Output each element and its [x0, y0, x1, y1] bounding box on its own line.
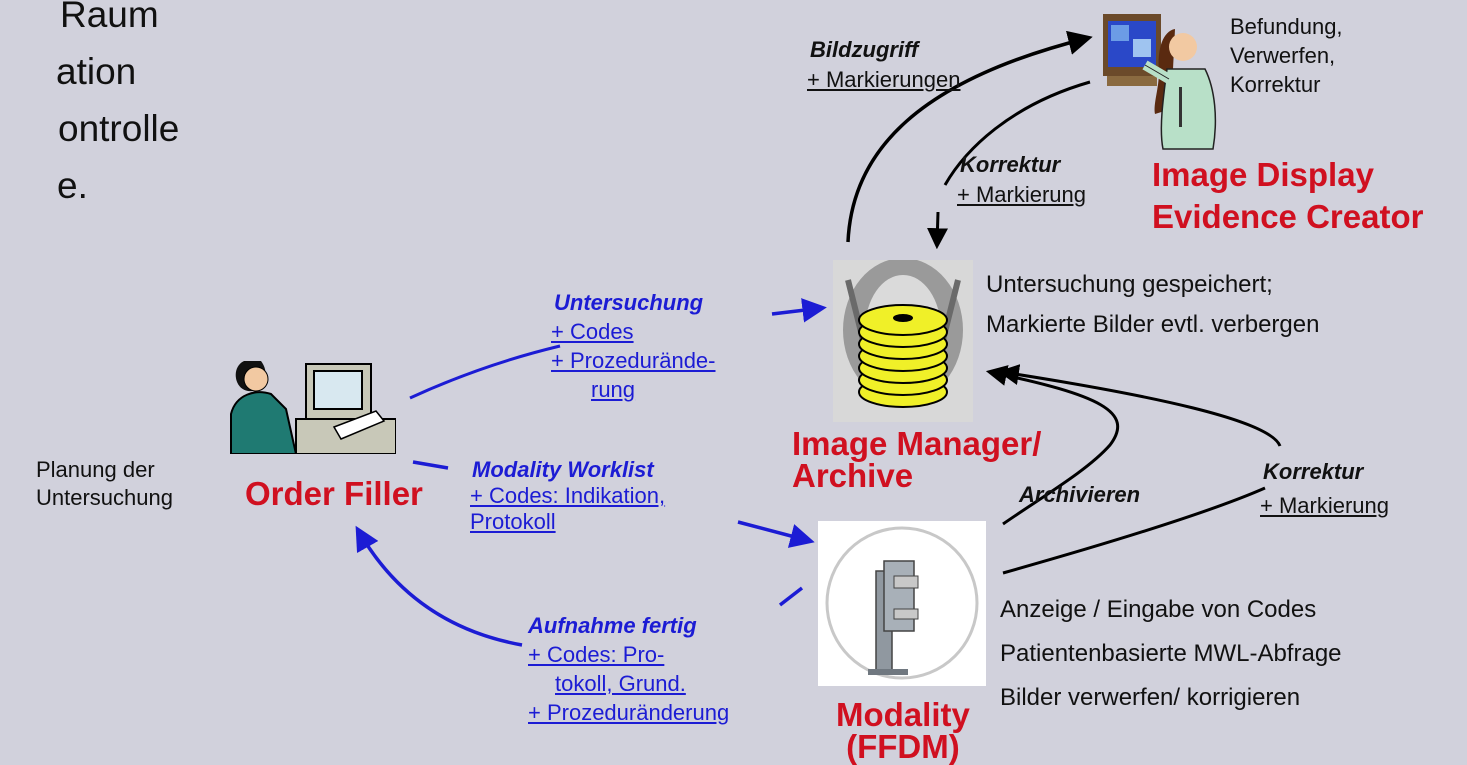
transaction-title: Korrektur: [1263, 459, 1364, 484]
transaction-line: + Prozedurände-: [551, 348, 716, 373]
note-line: Patientenbasierte MWL-Abfrage: [1000, 640, 1342, 667]
note-line: Korrektur: [1230, 72, 1321, 97]
modality-icon: [818, 521, 986, 686]
actor-image-manager-line2: Archive: [792, 457, 914, 494]
order-filler-icon: [230, 361, 396, 454]
transaction-line: tokoll, Grund.: [555, 671, 686, 696]
note-line: Untersuchung: [36, 485, 173, 510]
arrow-korrektur-display: [943, 80, 1091, 186]
note-line: Markierte Bilder evtl. verbergen: [986, 311, 1320, 338]
actor-image-display: Image Display Evidence Creator: [1152, 154, 1423, 238]
arrow-worklist: [737, 520, 815, 548]
arrow-korrektur-modality-upper: [997, 364, 1282, 447]
note-modality: Anzeige / Eingabe von Codes Patientenbas…: [1000, 588, 1342, 720]
transaction-line: + Prozeduränderung: [528, 700, 730, 725]
transaction-sub: + Markierung: [1260, 493, 1390, 518]
arrow-aufnahme: [355, 525, 523, 647]
bleed-text: Raum ation ontrolle e.: [0, 0, 179, 214]
note-display: Befundung, Verwerfen, Korrektur: [1230, 12, 1343, 99]
note-line: Anzeige / Eingabe von Codes: [1000, 596, 1317, 623]
transaction-title: Korrektur: [960, 152, 1061, 177]
arrow-archivieren: [985, 365, 1120, 526]
actor-image-manager-line1: Image Manager/: [792, 425, 1042, 462]
arrow-untersuchung: [409, 344, 561, 400]
image-display-icon: [1103, 14, 1217, 150]
bleed-line: ontrolle: [58, 108, 180, 149]
transaction-modality-worklist: Modality Worklist + Codes: Indikation, P…: [470, 457, 665, 535]
transaction-korrektur-display: Korrektur + Markierung: [957, 150, 1086, 210]
transaction-line: + Codes: [551, 319, 634, 344]
note-line: Bilder verwerfen/ korrigieren: [1000, 684, 1301, 711]
transaction-sub: + Markierungen: [807, 67, 961, 92]
transaction-title: Aufnahme fertig: [528, 613, 697, 638]
arrow-korrektur-modality: [1002, 486, 1266, 575]
actor-modality: Modality (FFDM): [836, 696, 970, 765]
transaction-line: rung: [591, 377, 636, 402]
transaction-title: Modality Worklist: [472, 457, 654, 482]
actor-modality-line2: (FFDM): [846, 728, 960, 765]
arrow-aufnahme-start: [778, 586, 804, 607]
image-manager-icon: [833, 260, 973, 422]
transaction-bildzugriff: Bildzugriff + Markierungen: [807, 35, 960, 95]
transaction-line: + Codes: Pro-: [528, 642, 665, 667]
actor-image-manager: Image Manager/ Archive: [792, 425, 1042, 494]
actor-order-filler: Order Filler: [245, 475, 423, 512]
note-archive: Untersuchung gespeichert; Markierte Bild…: [986, 265, 1319, 345]
transaction-line: Protokoll: [470, 509, 556, 534]
bleed-line: Raum: [60, 0, 159, 35]
bleed-line: e.: [57, 165, 88, 206]
note-planung: Planung der Untersuchung: [36, 456, 173, 512]
actor-image-display-line2: Evidence Creator: [1152, 198, 1424, 235]
transaction-untersuchung: Untersuchung + Codes + Prozedurände- run…: [537, 288, 716, 404]
transaction-sub: + Markierung: [957, 182, 1087, 207]
transaction-archivieren: Archivieren: [1019, 482, 1141, 507]
transaction-korrektur-modality: Korrektur + Markierung: [1260, 455, 1389, 523]
note-line: Planung der: [36, 457, 155, 482]
bleed-line: ation: [56, 51, 137, 92]
transaction-line: + Codes: Indikation,: [470, 483, 666, 508]
note-line: Untersuchung gespeichert;: [986, 271, 1273, 298]
actor-modality-line1: Modality: [836, 696, 970, 733]
transaction-title: Untersuchung: [554, 290, 704, 315]
note-line: Befundung,: [1230, 14, 1343, 39]
arrow-untersuchung-head: [771, 298, 827, 323]
transaction-aufnahme-fertig: Aufnahme fertig + Codes: Pro- tokoll, Gr…: [528, 611, 729, 727]
arrow-worklist-start: [412, 460, 449, 470]
arrow-korrektur-display-head: [927, 211, 949, 250]
transaction-title: Bildzugriff: [810, 37, 919, 62]
actor-image-display-line1: Image Display: [1152, 156, 1374, 193]
arrow-bildzugriff: [846, 30, 1093, 243]
note-line: Verwerfen,: [1230, 43, 1336, 68]
